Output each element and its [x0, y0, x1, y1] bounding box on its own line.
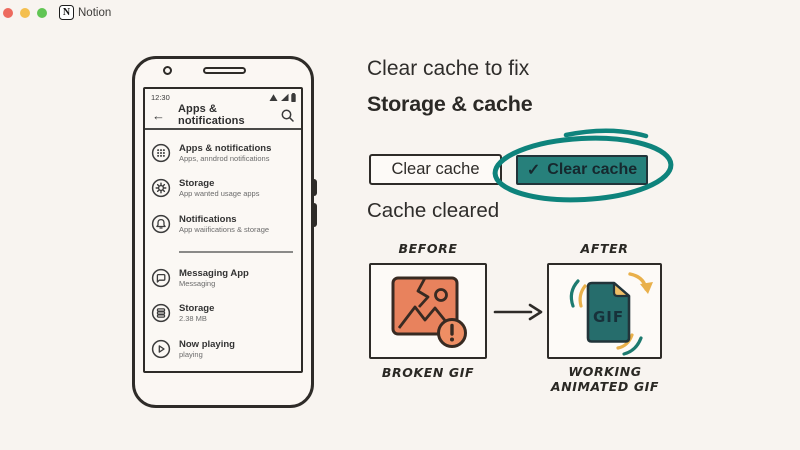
titlebar: N Notion — [0, 0, 800, 26]
phone-power-button — [312, 203, 317, 227]
list-divider — [179, 251, 293, 253]
header-divider — [145, 128, 301, 130]
battery-icon — [291, 92, 296, 102]
list-item-title: Now playing — [179, 339, 235, 350]
play-circle-icon — [151, 339, 171, 359]
list-item-notifications[interactable]: Notifications App waiifications & storag… — [151, 208, 299, 240]
after-caption-line2: ANIMATED GIF — [550, 379, 660, 394]
list-item-apps-notifications[interactable]: Apps & notifications Apps, anndrod notif… — [151, 137, 299, 169]
list-item-now-playing[interactable]: Now playing playing — [151, 333, 299, 365]
app-header: ← Apps & notifications — [152, 103, 294, 127]
phone-volume-button — [312, 179, 317, 196]
list-item-subtitle: App wanted usage apps — [179, 189, 260, 198]
notion-logo-icon: N — [59, 5, 74, 20]
status-bar: 12:30 — [151, 92, 296, 102]
after-caption-line1: WORKING — [568, 364, 642, 379]
app-header-title: Apps & notifications — [178, 103, 245, 127]
right-arrow-icon — [493, 303, 543, 321]
list-item-subtitle: App waiifications & storage — [179, 225, 270, 234]
list-item-storage-size[interactable]: Storage 2.38 MB — [151, 297, 299, 329]
list-item-title: Messaging App — [179, 268, 249, 279]
subheading: Cache cleared — [367, 199, 500, 222]
after-box: GIF — [547, 263, 662, 359]
signal-icon — [281, 93, 289, 101]
bell-icon — [151, 214, 171, 234]
heading-line1: Clear cache to fix — [367, 57, 530, 80]
minimize-button[interactable] — [20, 8, 30, 18]
search-icon[interactable] — [280, 108, 294, 123]
gif-file-label: GIF — [593, 308, 624, 326]
close-button[interactable] — [3, 8, 13, 18]
phone-screen: 12:30 ← Apps & notifications — [143, 87, 303, 373]
back-arrow-icon[interactable]: ← — [152, 107, 165, 123]
status-time: 12:30 — [151, 92, 170, 102]
phone-speaker-icon — [203, 67, 246, 74]
check-icon: ✓ — [526, 162, 541, 179]
list-item-title: Storage — [179, 303, 215, 314]
status-icons — [269, 92, 296, 102]
list-item-title: Apps & notifications — [179, 143, 272, 154]
clear-cache-filled-button[interactable]: ✓ Clear cache — [516, 155, 648, 185]
broken-image-icon — [391, 276, 467, 348]
clear-cache-outline-button[interactable]: Clear cache — [369, 154, 502, 185]
list-item-subtitle: Apps, anndrod notifications — [179, 154, 270, 163]
app-name: Notion — [78, 7, 112, 19]
before-caption: BROKEN GIF — [381, 365, 475, 380]
zoom-button[interactable] — [37, 8, 47, 18]
list-item-subtitle: 2.38 MB — [179, 314, 207, 323]
before-box — [369, 263, 487, 359]
database-icon — [151, 303, 171, 323]
chat-bubble-icon — [151, 268, 171, 288]
list-item-storage[interactable]: Storage App wanted usage apps — [151, 172, 299, 204]
gif-file-icon: GIF — [569, 272, 653, 356]
phone-illustration: 12:30 ← Apps & notifications — [132, 56, 317, 408]
apps-grid-icon — [151, 143, 171, 163]
wifi-icon — [269, 93, 278, 101]
list-item-subtitle: playing — [179, 350, 203, 359]
after-label: AFTER — [580, 241, 629, 256]
phone-camera-icon — [163, 66, 172, 75]
gear-icon — [151, 178, 171, 198]
before-label: BEFORE — [398, 241, 458, 256]
heading-line2: Storage & cache — [367, 92, 533, 116]
list-item-title: Notifications — [179, 214, 237, 225]
filled-button-label: Clear cache — [547, 161, 638, 178]
list-item-messaging-app[interactable]: Messaging App Messaging — [151, 262, 299, 294]
list-item-subtitle: Messaging — [179, 279, 216, 288]
list-item-title: Storage — [179, 178, 215, 189]
after-caption: WORKING ANIMATED GIF — [540, 364, 670, 394]
